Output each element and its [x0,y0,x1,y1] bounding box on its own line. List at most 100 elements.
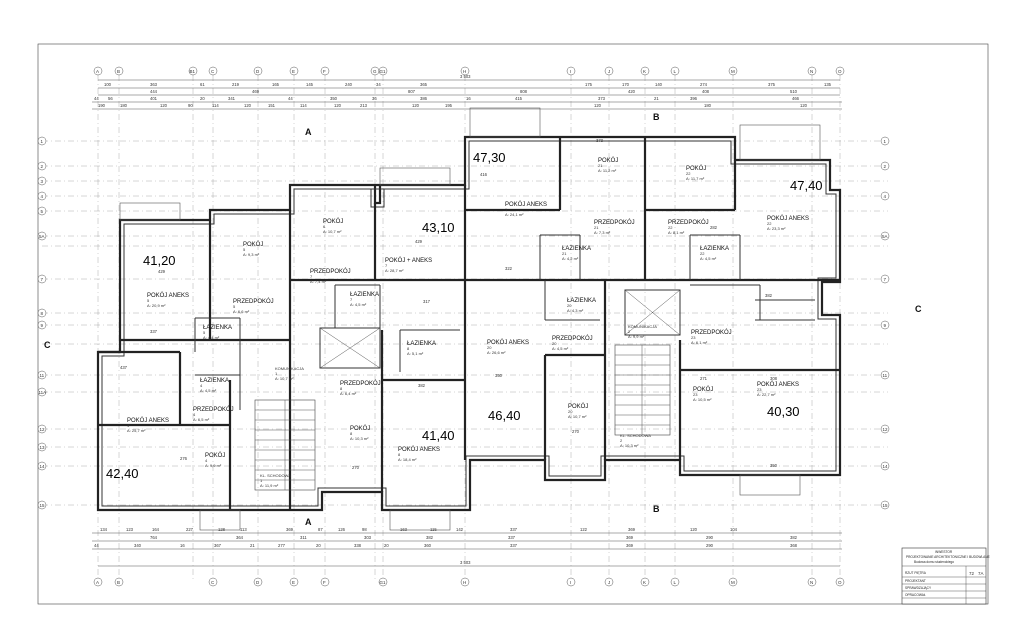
svg-text:A: 4,4 m²: A: 4,4 m² [203,335,220,340]
svg-text:9: 9 [884,323,887,328]
svg-text:1: 1 [41,139,44,144]
apartment-area: 41,40 [422,428,455,443]
svg-text:PRZEDPOKÓJ: PRZEDPOKÓJ [193,406,234,413]
svg-text:1: 1 [884,139,887,144]
svg-text:7: 7 [310,274,313,279]
svg-text:170: 170 [622,82,630,87]
svg-text:POKÓJ: POKÓJ [686,165,706,172]
svg-text:7: 7 [41,277,44,282]
svg-text:382: 382 [426,535,434,540]
svg-text:POKÓJ: POKÓJ [205,452,225,459]
svg-text:151: 151 [268,103,276,108]
svg-text:A: 10,7 m²: A: 10,7 m² [323,229,342,234]
svg-text:1: 1 [260,478,263,483]
svg-text:290: 290 [706,543,714,548]
svg-text:311: 311 [300,535,307,540]
svg-text:A: 10,7 m²: A: 10,7 m² [568,414,587,419]
svg-text:16: 16 [180,543,185,548]
svg-text:276: 276 [180,456,188,461]
svg-text:444: 444 [150,89,158,94]
svg-text:510: 510 [790,89,798,94]
svg-text:87: 87 [318,527,323,532]
svg-text:277: 277 [278,543,286,548]
svg-text:5: 5 [147,298,150,303]
svg-text:OPRACOWAŁ: OPRACOWAŁ [905,593,926,597]
svg-text:M: M [731,580,735,585]
svg-text:4: 4 [200,383,203,388]
svg-text:POKÓJ ANEKS: POKÓJ ANEKS [505,201,547,208]
svg-text:2: 2 [628,329,631,334]
svg-text:C: C [211,580,215,585]
axis-labels-side: 1 2 3 4 5 5A 7 8 9 11 11A 12 13 14 15 1 … [37,136,890,510]
svg-text:3: 3 [41,179,44,184]
dimension-chain-top: 3 503 100 363 61 219 165 145 240 34 365 … [92,74,842,110]
svg-text:12: 12 [883,427,889,432]
svg-text:123: 123 [126,527,134,532]
svg-text:140: 140 [655,82,663,87]
svg-text:164: 164 [152,527,160,532]
svg-text:469: 469 [252,89,260,94]
svg-text:8: 8 [41,311,44,316]
svg-text:20: 20 [316,543,321,548]
svg-text:4: 4 [205,458,208,463]
svg-text:Budowa domu studenckiego: Budowa domu studenckiego [914,560,954,564]
svg-text:PROJEKTANT: PROJEKTANT [905,579,926,583]
svg-text:ŁAZIENKA: ŁAZIENKA [567,298,596,304]
svg-text:7: 7 [350,297,353,302]
svg-text:POKÓJ: POKÓJ [598,157,618,164]
dimension-chain-bottom: 134 123 164 227 128 113 369 87 126 98 16… [92,527,842,567]
svg-text:429: 429 [158,269,166,274]
sheet-number: 72 [969,571,975,576]
svg-text:317: 317 [423,299,431,304]
svg-text:180: 180 [704,103,712,108]
svg-text:44: 44 [94,543,99,548]
svg-text:337: 337 [510,527,518,532]
svg-text:A: 4,2 m²: A: 4,2 m² [562,256,579,261]
svg-text:2: 2 [620,438,623,443]
svg-text:A: 9,3 m²: A: 9,3 m² [243,252,260,257]
svg-text:22: 22 [767,221,772,226]
svg-text:B: B [117,580,120,585]
svg-text:14: 14 [883,464,889,469]
svg-text:13: 13 [40,445,46,450]
svg-text:340: 340 [134,543,142,548]
svg-text:A: 22,7 m²: A: 22,7 m² [757,392,776,397]
apartment-area: 42,40 [106,466,139,481]
svg-text:5: 5 [41,209,44,214]
svg-text:126: 126 [338,527,346,532]
svg-text:4: 4 [41,194,44,199]
svg-text:A: 25,7 m²: A: 25,7 m² [127,428,146,433]
section-a-bottom: A [305,517,312,527]
svg-text:368: 368 [790,543,798,548]
svg-text:POKÓJ: POKÓJ [323,218,343,225]
apartment-area-labels: 47,30 43,10 41,20 47,40 46,40 41,40 42,4… [106,150,823,481]
svg-text:350: 350 [495,373,503,378]
svg-text:175: 175 [585,82,593,87]
svg-text:A: 10,3 m²: A: 10,3 m² [350,436,369,441]
svg-text:22: 22 [686,171,691,176]
apartment-area: 47,30 [473,150,506,165]
svg-text:338: 338 [354,543,362,548]
svg-text:21: 21 [598,163,603,168]
svg-text:PRZEDPOKÓJ: PRZEDPOKÓJ [552,335,593,342]
svg-text:12: 12 [40,427,46,432]
svg-text:O: O [838,69,842,74]
svg-text:21: 21 [250,543,255,548]
svg-text:PRZEDPOKÓJ: PRZEDPOKÓJ [233,298,274,305]
svg-text:386: 386 [420,96,428,101]
drawing-frame [37,43,989,605]
svg-text:113: 113 [240,527,247,532]
svg-text:145: 145 [306,82,314,87]
svg-text:5A: 5A [39,234,45,239]
svg-text:219: 219 [232,82,240,87]
svg-text:364: 364 [236,535,244,540]
svg-text:E: E [292,69,295,74]
svg-text:415: 415 [515,96,523,101]
